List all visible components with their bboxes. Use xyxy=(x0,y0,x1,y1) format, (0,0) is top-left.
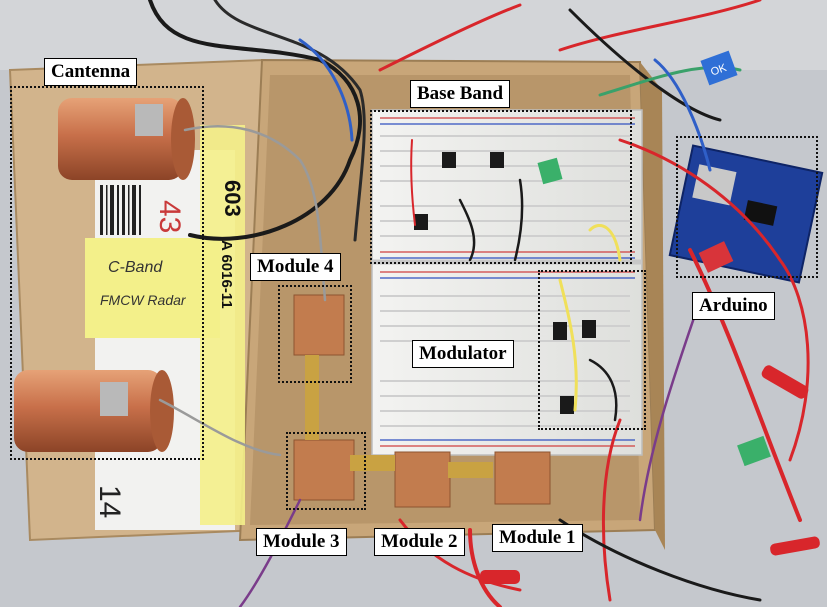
base-band-region-box xyxy=(370,110,632,264)
blue-tag-text: OK xyxy=(709,62,729,79)
cantenna-label: Cantenna xyxy=(44,58,138,86)
cantenna-top xyxy=(58,98,195,180)
arduino-region-box xyxy=(676,136,818,278)
module4-region-box xyxy=(278,285,352,383)
red-tag xyxy=(698,241,734,273)
box-code-text: A 6016-11 xyxy=(218,240,235,309)
sticky-note-line2: FMCW Radar xyxy=(100,292,187,308)
module3-label: Module 3 xyxy=(256,528,347,556)
green-tag xyxy=(737,435,771,467)
green-tag-breadboard xyxy=(537,157,563,185)
sticky-note-line1: C-Band xyxy=(108,259,163,276)
box-scribble-text: 43 xyxy=(153,200,186,233)
base-band-label: Base Band xyxy=(410,80,511,108)
module2-label: Module 2 xyxy=(374,528,465,556)
cantenna-region-box xyxy=(10,86,204,460)
module3-region-box xyxy=(286,432,366,510)
modulator-label: Modulator xyxy=(412,340,514,368)
module1-label: Module 1 xyxy=(492,524,583,552)
modulator-region-box xyxy=(538,270,646,430)
box-marker-text: 14 xyxy=(93,485,126,518)
sticky-note xyxy=(85,238,220,338)
module4-label: Module 4 xyxy=(250,253,341,281)
cantenna-bottom xyxy=(14,370,174,452)
blue-tag xyxy=(700,50,738,86)
box-number-text: 603 xyxy=(220,180,245,217)
arduino-label: Arduino xyxy=(692,292,775,320)
rf-modules xyxy=(293,294,551,508)
breadboard xyxy=(371,109,643,456)
